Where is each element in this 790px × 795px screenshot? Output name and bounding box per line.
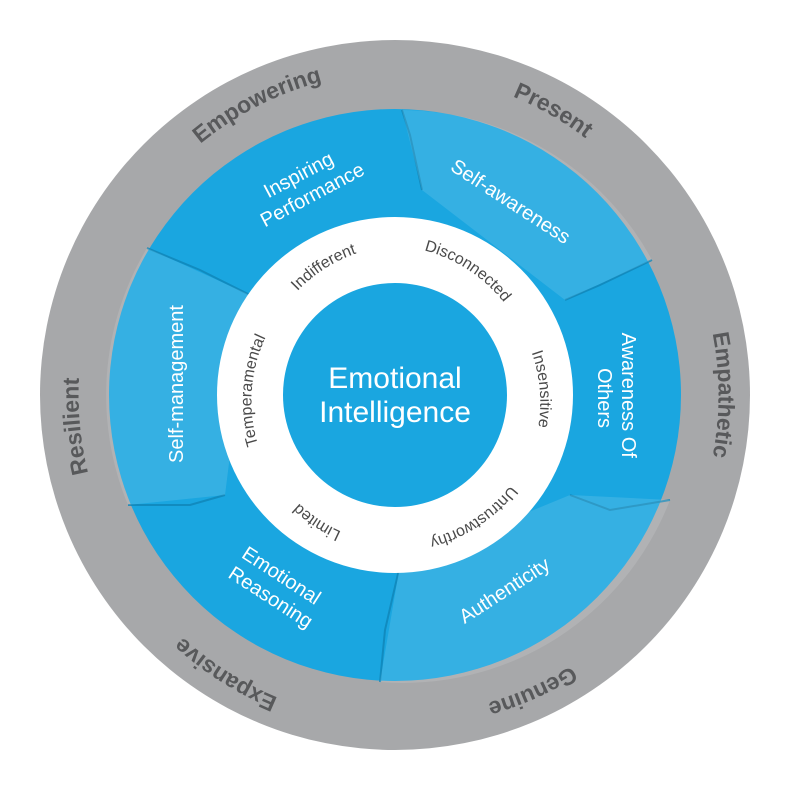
segment-divider	[564, 259, 653, 301]
center-circle	[283, 283, 507, 507]
segment-label-self-management: Self-management	[166, 305, 188, 463]
segment-divider	[379, 564, 401, 683]
segment-divider	[401, 109, 423, 191]
center-title-line1: Emotional	[328, 362, 461, 395]
segment-highlight	[380, 495, 670, 683]
segment-highlight	[402, 110, 652, 300]
center-title-line2: Intelligence	[319, 396, 471, 429]
segment-highlight	[106, 248, 250, 505]
segment-label-awareness-of-others: Awareness Of Others	[593, 333, 639, 464]
segment-divider	[146, 247, 251, 296]
segment-divider	[128, 494, 226, 506]
segment-dividers	[128, 109, 671, 683]
segment-divider	[569, 494, 671, 512]
segment-shading	[106, 110, 670, 683]
